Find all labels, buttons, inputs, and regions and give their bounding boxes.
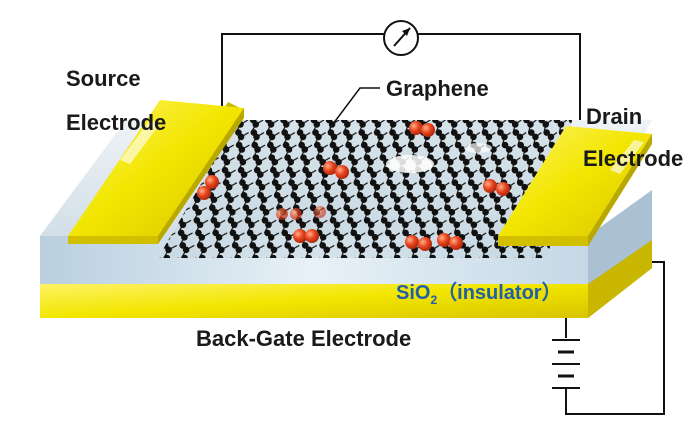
sio2-main: SiO [396,282,431,304]
back-gate-layer [40,238,652,318]
drain-label-line1: Drain [586,104,643,129]
graphene-label: Graphene [386,76,489,101]
battery-icon [552,339,580,398]
sio2-subscript: 2 [430,293,438,307]
ammeter-icon [383,20,419,56]
adsorbed-molecules [197,121,510,251]
drain-label-line2: Electrode [583,146,684,171]
source-label-line2: Electrode [66,110,167,135]
back-gate-label: Back-Gate Electrode [196,326,412,351]
sio2-label: SiO2（insulator） [396,276,562,307]
drain-electrode [498,126,652,246]
graphene-pointer [329,87,380,129]
sio2-insulator-text: （insulator） [437,282,562,304]
source-label-line1: Source [66,66,141,91]
source-electrode [68,100,244,244]
